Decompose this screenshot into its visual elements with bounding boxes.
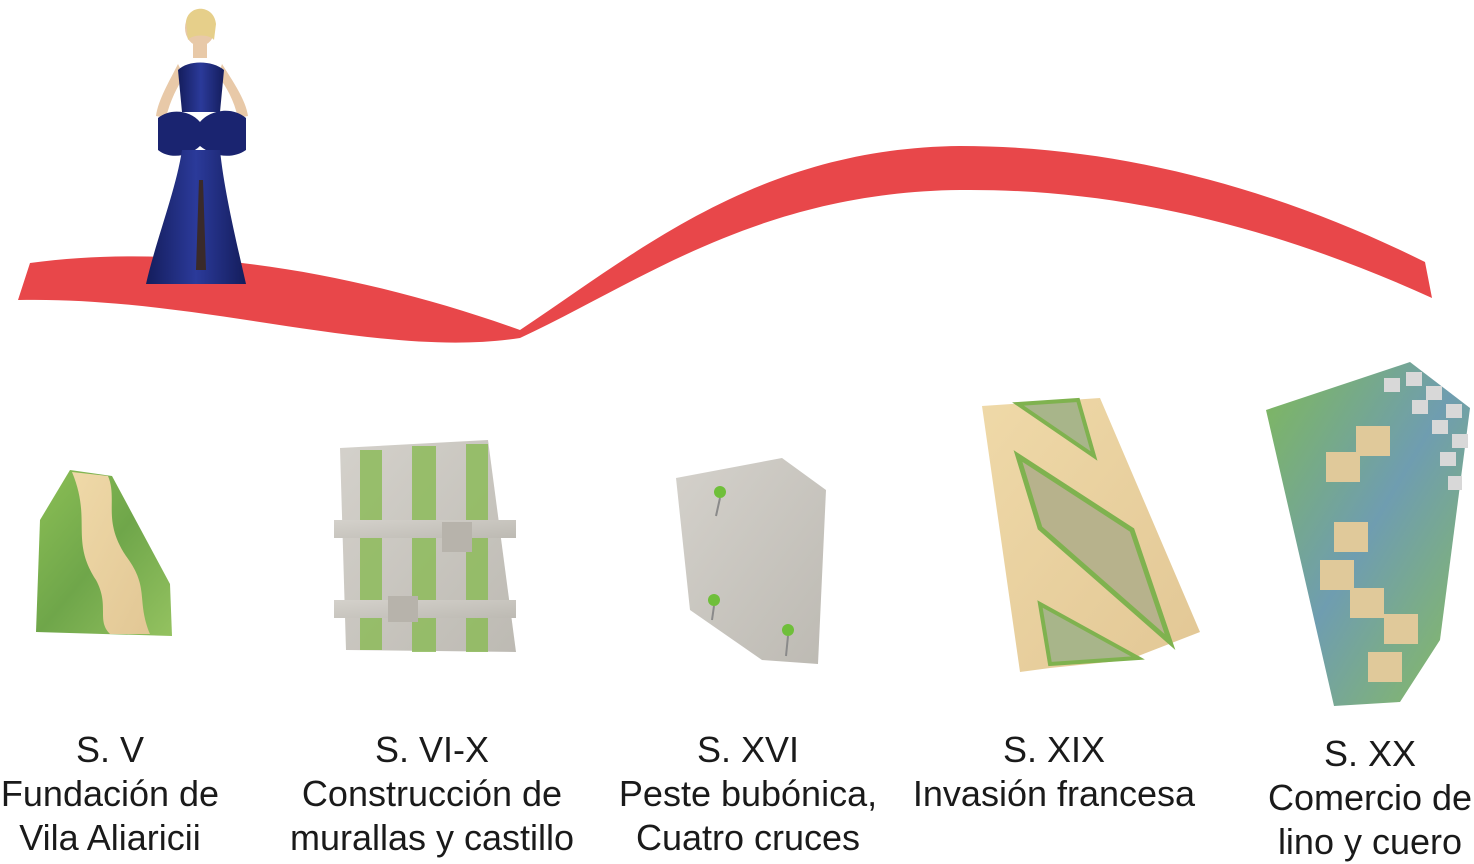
stage-century: S. XVI — [696, 729, 800, 770]
ribbon-path — [18, 146, 1432, 343]
stage-caption-s-v: S. V Fundación de Vila Aliaricii — [0, 728, 260, 860]
person-in-blue-gown-icon — [146, 8, 248, 284]
plot-tile-s-vi-x — [334, 440, 516, 652]
stage-line-2: Vila Aliaricii — [19, 817, 201, 858]
stage-line-2: lino y cuero — [1277, 821, 1463, 862]
stage-line-1: Construcción de — [301, 773, 563, 814]
plot-tile-s-xx — [1266, 362, 1470, 706]
stage-line-2: Cuatro cruces — [635, 817, 861, 858]
plot-tile-s-xvi — [676, 458, 826, 664]
stage-line-1: Peste bubónica, — [618, 773, 878, 814]
stage-century: S. V — [75, 729, 145, 770]
stage-caption-s-vi-x: S. VI-X Construcción de murallas y casti… — [282, 728, 582, 860]
plot-tile-s-xix — [982, 397, 1200, 672]
stage-line-1: Invasión francesa — [912, 773, 1196, 814]
stage-line-2: murallas y castillo — [289, 817, 575, 858]
plot-tile-s-v — [36, 470, 172, 636]
stage-line-1: Fundación de — [0, 773, 220, 814]
stage-line-1: Comercio de — [1267, 777, 1473, 818]
stage-caption-s-xx: S. XX Comercio de lino y cuero — [1220, 732, 1474, 864]
stage-caption-s-xvi: S. XVI Peste bubónica, Cuatro cruces — [598, 728, 898, 860]
stage-century: S. VI-X — [374, 729, 490, 770]
stage-century: S. XX — [1323, 733, 1417, 774]
stage-century: S. XIX — [1002, 729, 1106, 770]
stage-caption-s-xix: S. XIX Invasión francesa — [904, 728, 1204, 816]
